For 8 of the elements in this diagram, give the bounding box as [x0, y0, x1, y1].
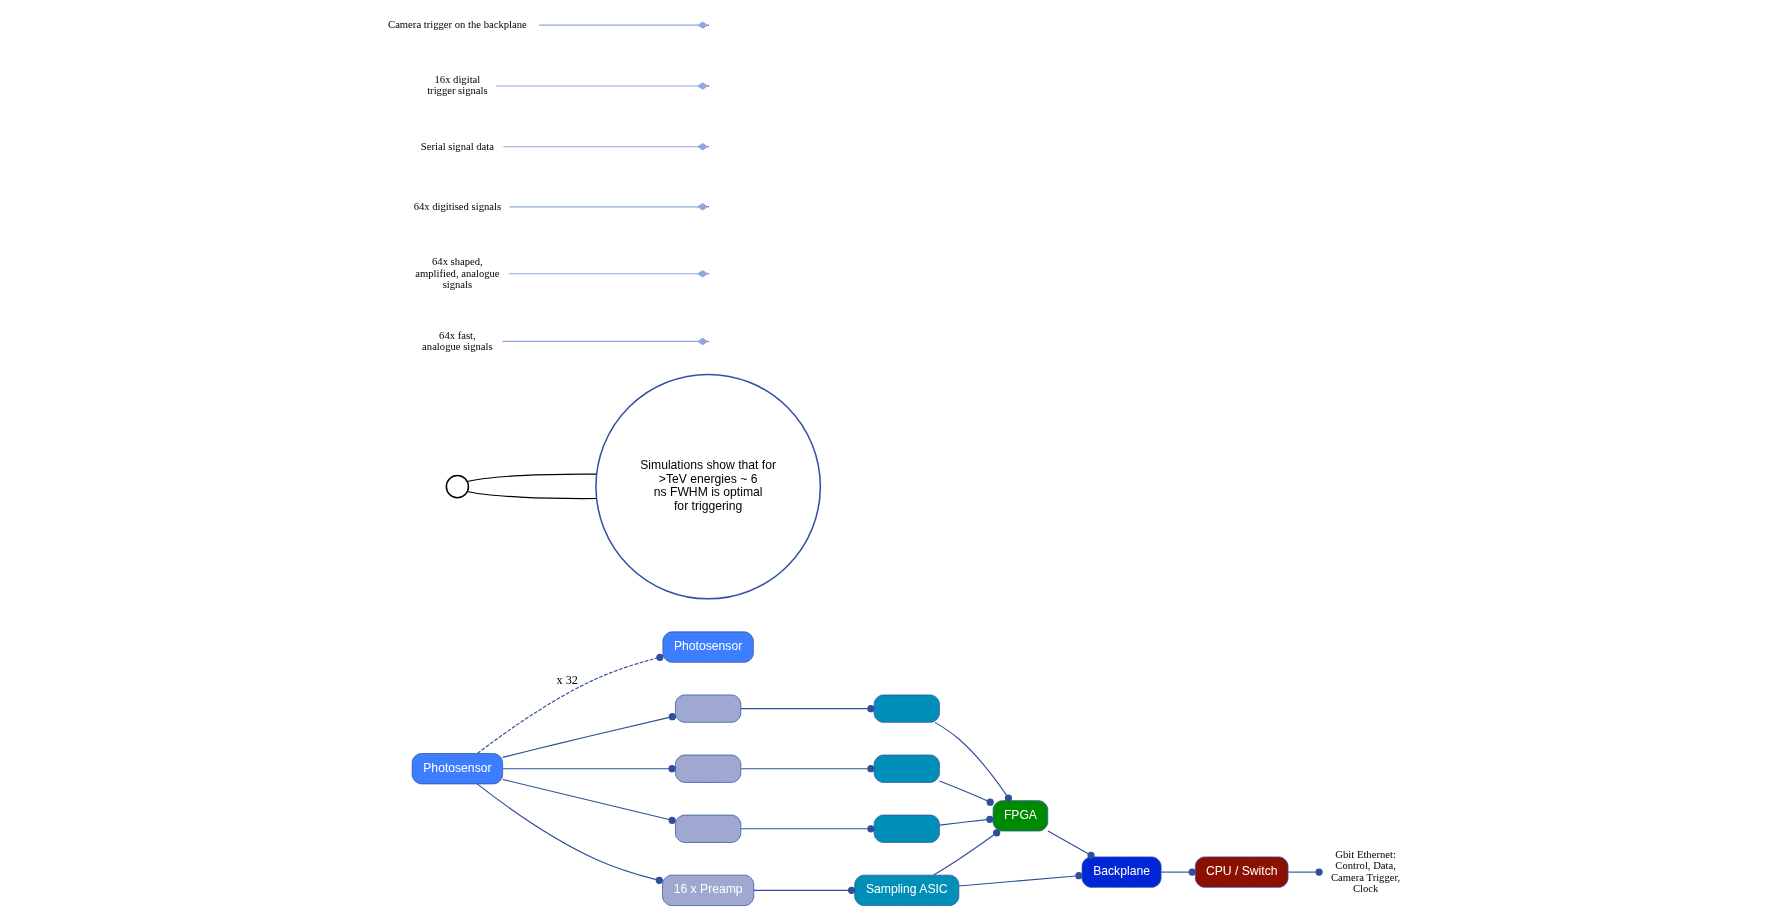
node-text: Serial signal data [420, 140, 494, 152]
node-text: 64x digitised signals [413, 200, 502, 212]
node-text: 64x fast, analogue signals [422, 329, 493, 352]
node-text: Camera trigger on the backplane [388, 18, 527, 30]
node-text: 64x shaped, amplified, analogue signals [415, 256, 500, 290]
edge-label: x 32 [556, 673, 578, 688]
node-text: Gbit Ethernet: Control, Data, Camera Trigger, Clock [1331, 848, 1401, 895]
node-text: 16x digital trigger signals [427, 74, 488, 97]
